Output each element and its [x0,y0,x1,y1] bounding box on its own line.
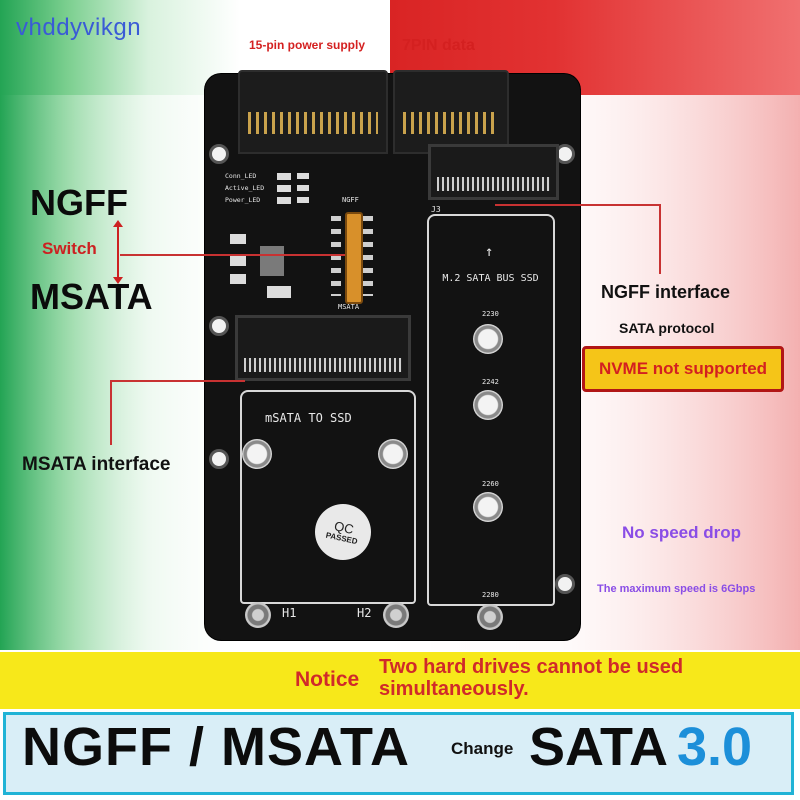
resistor [297,173,309,179]
size-2280-label: 2280 [482,591,499,599]
mount-hole [209,449,229,469]
switch-callout-line [120,254,345,256]
led-label-active: Active_LED [225,184,265,192]
switch-label: Switch [42,239,97,258]
power-supply-label: 15-pin power supply [249,38,366,52]
msata-standoff-left [242,439,272,469]
title-version: 3.0 [677,717,753,777]
no-speed-drop-label: No speed drop [622,523,742,542]
led-label-power: Power_LED [225,196,261,204]
connector-pins [403,112,499,134]
slot-pins [244,358,402,372]
mode-switch [345,212,363,304]
led-label-conn: Conn_LED [225,172,257,180]
standoff-h2 [383,602,409,628]
m2-label: M.2 SATA BUS SSD [442,273,539,284]
adapter-board: Conn_LED Active_LED Power_LED NGFF MSATA… [205,70,580,640]
title-change: Change [451,739,514,758]
standoff-h1 [245,602,271,628]
switch-label-msata: MSATA [338,303,360,311]
ngff-callout-line [495,204,660,206]
size-2260-label: 2260 [482,480,499,488]
ngff-callout-line-vertical [659,204,661,274]
size-2230-label: 2230 [482,310,499,318]
msata-interface-label: MSATA interface [22,454,171,475]
resistor [297,197,309,203]
msata-slot [235,315,411,381]
msata-mode-label: MSATA [30,276,153,317]
power-connector [238,70,388,154]
connector-pins [248,112,378,134]
max-speed-label: The maximum speed is 6Gbps [597,583,756,595]
led-component [277,197,291,204]
mount-hole [209,316,229,336]
watermark: vhddyvikgn [16,14,142,41]
title-frame [3,712,794,795]
capacitor [230,274,246,284]
data-pin-label: 7PIN data [402,37,475,54]
notice-band [0,652,800,709]
size-2242-label: 2242 [482,378,499,386]
notice-label: Notice [295,668,360,691]
msata-label: mSATA TO SSD [265,411,352,425]
msata-ssd-outline [240,390,416,604]
switch-label-ngff: NGFF [342,196,359,204]
nvme-warning-text: NVME not supported [598,359,768,378]
ngff-mode-label: NGFF [30,182,128,223]
msata-callout-line-vertical [110,380,112,445]
capacitor [230,234,246,244]
msata-callout-line [110,380,245,382]
nvme-warning-badge: NVME not supported [582,346,784,392]
standoff-2242 [473,390,503,420]
double-arrow-icon [113,220,123,284]
slot-pins [437,177,550,191]
standoff-2280 [477,604,503,630]
notice-text: Two hard drives cannot be used simultane… [379,656,684,700]
data-connector [393,70,509,154]
inductor [260,246,284,276]
capacitor [230,256,246,266]
ngff-slot [428,144,559,200]
sata-protocol-label: SATA protocol [619,320,715,336]
led-component [277,185,291,192]
capacitor [267,286,291,298]
msata-standoff-right [378,439,408,469]
standoff-2260 [473,492,503,522]
led-component [277,173,291,180]
mount-hole [209,144,229,164]
h2-label: H2 [357,606,372,620]
standoff-2230 [473,324,503,354]
ngff-interface-label: NGFF interface [601,282,731,302]
title-sata: SATA [529,717,668,777]
passed-text: PASSED [324,530,359,547]
led-labels: Conn_LED Active_LED Power_LED [225,170,264,206]
j3-label: J3 [431,205,441,214]
up-arrow-icon: ↑ [485,244,494,260]
title-ngff-msata: NGFF / MSATA [22,717,410,777]
resistor [297,185,309,191]
h1-label: H1 [282,606,297,620]
mount-hole [555,574,575,594]
